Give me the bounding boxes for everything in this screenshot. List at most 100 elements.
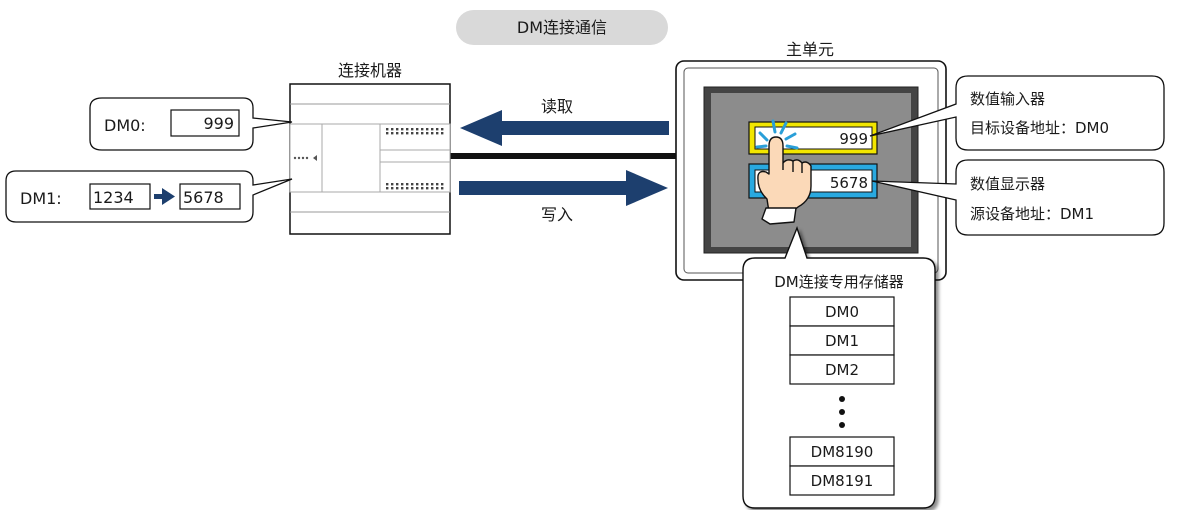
memory-cell	[789, 465, 895, 496]
memory-cell-label: DM1	[825, 332, 859, 350]
dm0-value: 999	[203, 114, 234, 133]
device-center-panel	[321, 123, 381, 193]
device-middle-strip	[379, 149, 451, 163]
terminal-dot	[441, 132, 444, 135]
dm1-new-value: 5678	[183, 188, 224, 207]
memory-cell-label: DM2	[825, 361, 859, 379]
device-label: 连接机器	[338, 61, 402, 80]
numeric-display-callout-line2: 源设备地址：DM1	[970, 205, 1094, 223]
terminal-dot	[436, 132, 439, 135]
memory-cell	[789, 436, 895, 467]
memory-cell	[789, 354, 895, 385]
terminal-dot	[406, 132, 409, 135]
terminal-dot	[386, 132, 389, 135]
dm1-change-arrow	[154, 188, 175, 205]
dm0-callout: DM0: 999	[89, 97, 293, 151]
terminal-dot	[416, 183, 419, 186]
terminal-dot	[416, 128, 419, 131]
terminal-dot	[401, 187, 404, 190]
main-unit: 主单元 999 5678	[675, 40, 947, 281]
terminal-dot	[416, 187, 419, 190]
dm-memory-ellipsis	[839, 396, 845, 428]
terminal-dot	[421, 132, 424, 135]
terminal-dot	[416, 132, 419, 135]
connected-device: 连接机器	[289, 61, 451, 235]
terminal-dot	[431, 187, 434, 190]
terminal-dot	[396, 187, 399, 190]
memory-cell	[789, 296, 895, 327]
numeric-input-callout: 数值输入器 目标设备地址：DM0	[869, 75, 1165, 151]
terminal-dot	[396, 128, 399, 131]
numeric-display-callout: 数值显示器 源设备地址：DM1	[871, 159, 1165, 236]
numeric-input-value: 999	[839, 130, 868, 148]
read-arrow	[460, 110, 669, 146]
memory-cell-label: DM0	[825, 303, 859, 321]
device-terminals-top	[386, 128, 444, 135]
terminal-dot	[386, 187, 389, 190]
numeric-input-callout-line1: 数值输入器	[970, 90, 1045, 108]
terminal-dot	[401, 132, 404, 135]
terminal-dot	[401, 128, 404, 131]
terminal-dot	[436, 187, 439, 190]
terminal-dot	[421, 183, 424, 186]
dm0-callout-name: DM0:	[104, 116, 146, 135]
dm1-new-value-box	[179, 183, 241, 210]
terminal-dot	[431, 128, 434, 131]
touch-spark-icon	[755, 119, 799, 150]
terminal-dot	[421, 128, 424, 131]
title-pill-background	[456, 10, 668, 45]
terminal-dot	[391, 128, 394, 131]
title-pill-text: DM连接通信	[517, 18, 607, 37]
numeric-input-callout-shape	[869, 75, 1165, 151]
terminal-dot	[426, 183, 429, 186]
terminal-dot	[396, 132, 399, 135]
numeric-display-callout-shape	[871, 159, 1165, 236]
terminal-dot	[411, 183, 414, 186]
title-pill: DM连接通信	[456, 10, 668, 45]
terminal-dot	[436, 183, 439, 186]
terminal-dot	[391, 132, 394, 135]
terminal-dot	[406, 183, 409, 186]
terminal-dot	[426, 132, 429, 135]
terminal-dot	[406, 187, 409, 190]
terminal-dot	[431, 183, 434, 186]
main-unit-label: 主单元	[786, 40, 834, 59]
terminal-dot	[391, 183, 394, 186]
pointing-hand-icon	[757, 136, 812, 225]
terminal-dot	[411, 132, 414, 135]
terminal-dot	[401, 183, 404, 186]
dm1-old-value-box	[89, 183, 151, 210]
terminal-dot	[411, 187, 414, 190]
dm1-callout: DM1: 1234 5678	[5, 170, 293, 223]
terminal-dot	[436, 128, 439, 131]
dm-memory-title: DM连接专用存储器	[774, 273, 904, 291]
write-arrow	[459, 170, 668, 206]
read-label: 读取	[541, 97, 573, 116]
terminal-dot	[396, 183, 399, 186]
terminal-dot	[386, 183, 389, 186]
terminal-dot	[386, 128, 389, 131]
device-terminals-bottom	[386, 183, 444, 190]
terminal-dot	[391, 187, 394, 190]
terminal-dot	[441, 128, 444, 131]
terminal-dot	[441, 187, 444, 190]
terminal-dot	[421, 187, 424, 190]
numeric-display-callout-line1: 数值显示器	[970, 175, 1045, 193]
terminal-dot	[426, 128, 429, 131]
connection-cable	[450, 153, 680, 159]
dm0-value-box	[170, 109, 240, 137]
terminal-dot	[411, 128, 414, 131]
memory-cell-label: DM8191	[811, 472, 874, 490]
terminal-dot	[406, 128, 409, 131]
write-label: 写入	[541, 205, 573, 224]
numeric-input-field	[754, 126, 873, 150]
memory-cell	[789, 325, 895, 356]
dm1-old-value: 1234	[93, 188, 134, 207]
numeric-input-callout-line2: 目标设备地址：DM0	[970, 119, 1109, 137]
terminal-dot	[431, 132, 434, 135]
terminal-dot	[426, 187, 429, 190]
